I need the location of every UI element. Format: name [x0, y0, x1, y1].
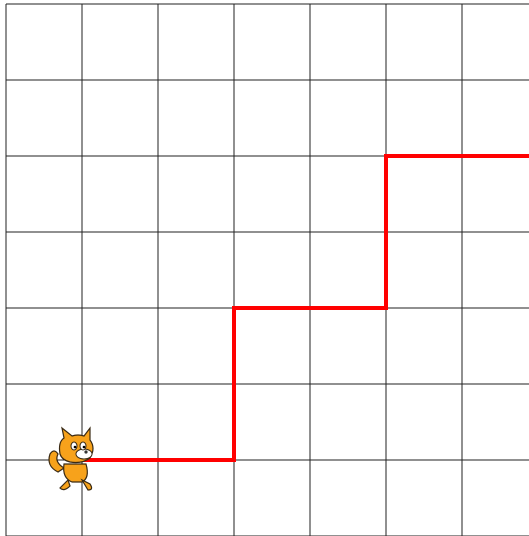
- grid-stage: [0, 0, 529, 536]
